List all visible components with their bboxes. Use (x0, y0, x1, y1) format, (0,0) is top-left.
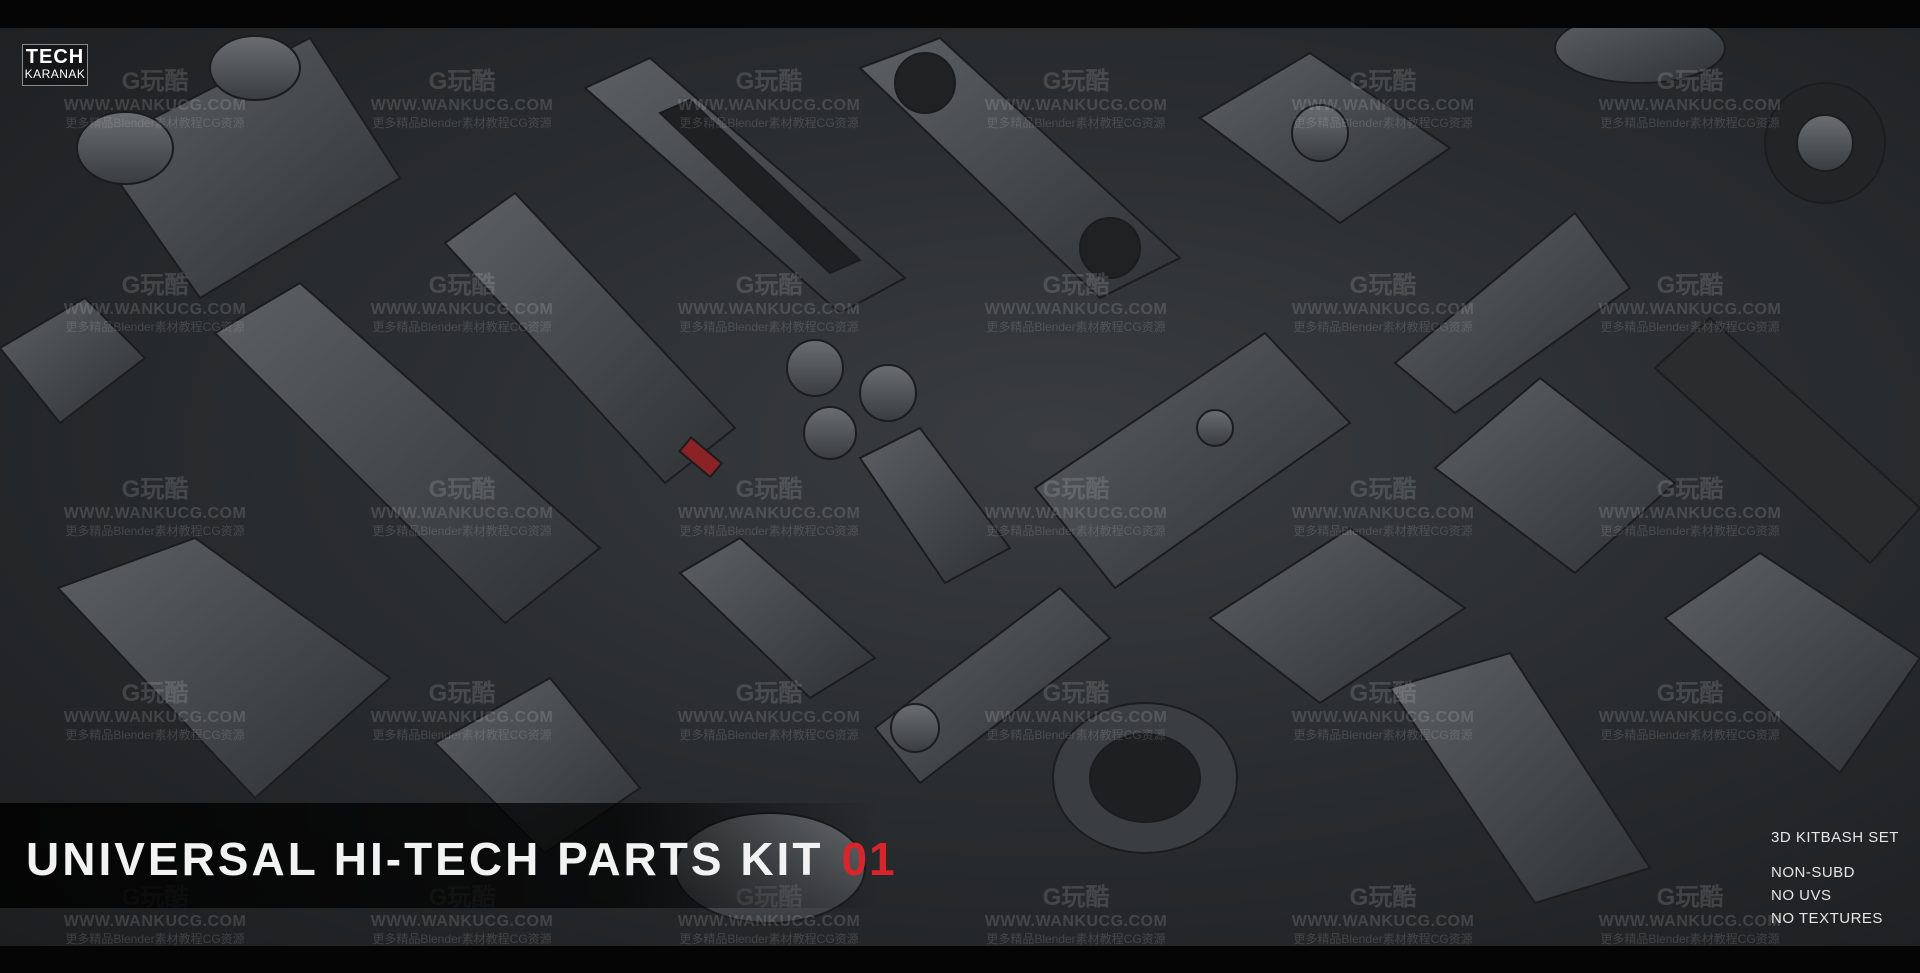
spec-heading: 3D KITBASH SET (1771, 829, 1899, 846)
title-band (0, 803, 880, 908)
tech-karanak-logo: TECH KARANAK (22, 44, 88, 86)
kitbash-render-scene: G玩酷 WWW.WANKUCG.COM 更多精品Blender素材教程CG资源 … (0, 28, 1920, 946)
logo-line-2: KARANAK (24, 67, 86, 81)
logo-line-1: TECH (25, 46, 85, 68)
letterbox-bottom (0, 946, 1920, 973)
product-title-number: 01 (841, 833, 897, 885)
product-title-main: UNIVERSAL HI-TECH PARTS KIT (26, 833, 824, 885)
spec-item: NON-SUBD (1771, 864, 1856, 881)
kitbash-parts-illustration (0, 28, 1920, 924)
spec-list: 3D KITBASH SET NON-SUBD NO UVS NO TEXTUR… (1771, 826, 1899, 930)
product-title: UNIVERSAL HI-TECH PARTS KIT 01 (26, 832, 897, 886)
spec-item: NO TEXTURES (1771, 910, 1883, 927)
spec-item: NO UVS (1771, 887, 1832, 904)
letterbox-top (0, 0, 1920, 28)
